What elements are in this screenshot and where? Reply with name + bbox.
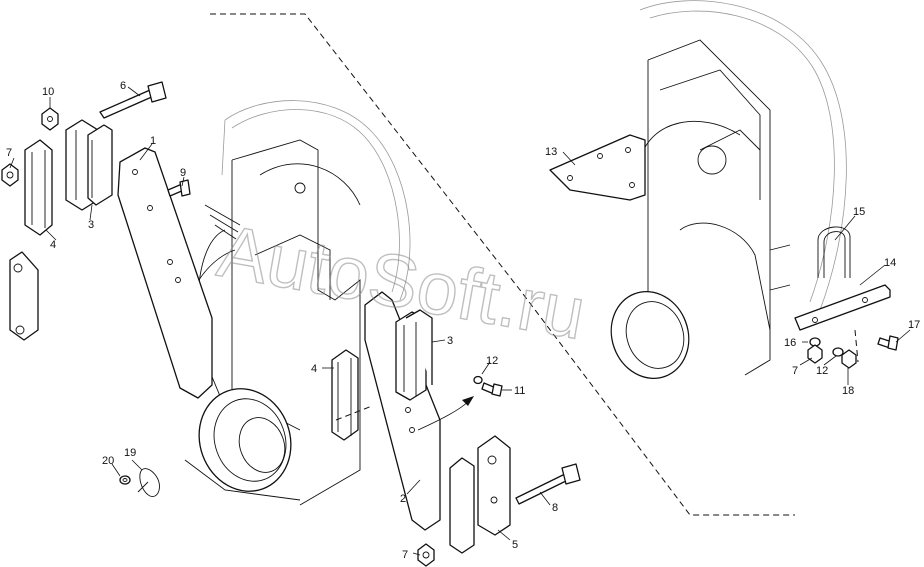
callout-16: 16 (784, 337, 796, 349)
callout-8: 8 (552, 502, 558, 514)
part-5-block (449, 435, 511, 554)
part-19-ring-clip (137, 468, 160, 497)
callout-18: 18 (842, 385, 854, 397)
callout-9: 9 (180, 167, 186, 179)
part-7-nut-left (1, 163, 19, 187)
part-2-mounting-plate (364, 291, 441, 531)
callout-7-right: 7 (792, 365, 798, 377)
part-15-u-bolt (817, 226, 851, 278)
view-separator-line (210, 13, 795, 516)
part-4-clamp-center (331, 349, 359, 441)
part-10-nut (41, 107, 59, 131)
part-13-triangle-bracket (549, 134, 646, 201)
part-12-washer-center (473, 375, 483, 385)
part-14-flat-bar (794, 284, 891, 331)
part-18-nut (841, 349, 857, 369)
callout-7-center: 7 (402, 549, 408, 561)
part-7-nut-right (807, 344, 823, 364)
part-12-washer-right (832, 347, 844, 357)
callout-14: 14 (884, 257, 896, 269)
part-11-bolt (481, 382, 503, 397)
part-4-clamp-left (24, 139, 53, 236)
part-17-bolt (877, 335, 899, 351)
callout-19: 19 (124, 447, 136, 459)
callout-12-center: 12 (486, 355, 498, 367)
part-8-bolt (515, 463, 581, 505)
part-6-bolt (99, 81, 167, 119)
assembly-arrowhead (462, 396, 474, 406)
callout-4-center: 4 (311, 363, 317, 375)
callout-11: 11 (514, 385, 525, 397)
callout-labels: 1 2 3 3 4 4 5 6 7 7 7 8 9 10 11 12 12 13… (6, 80, 920, 561)
callout-2: 2 (400, 493, 406, 505)
callout-7-left: 7 (6, 147, 12, 159)
callout-5: 5 (512, 539, 518, 551)
part-9-bolt (167, 179, 191, 197)
callout-17: 17 (908, 319, 920, 331)
callout-15: 15 (853, 206, 865, 218)
callout-3-left: 3 (88, 219, 94, 231)
callout-20: 20 (102, 455, 114, 467)
part-7-nut-center (417, 543, 435, 567)
strap-piece (9, 251, 39, 341)
callout-4-left: 4 (50, 239, 56, 251)
callout-3-center: 3 (447, 335, 453, 347)
part-3-channel-center (395, 309, 433, 401)
part-1-bracket-plate (117, 147, 213, 399)
part-20-washer (119, 475, 131, 485)
callout-6: 6 (120, 80, 126, 92)
callout-1: 1 (150, 135, 156, 147)
callout-12-right: 12 (816, 365, 828, 377)
left-fan-housing (174, 100, 411, 506)
callout-10: 10 (42, 86, 54, 98)
leader-lines (9, 86, 911, 556)
part-3-channel-left (65, 119, 113, 211)
callout-13: 13 (545, 146, 557, 158)
